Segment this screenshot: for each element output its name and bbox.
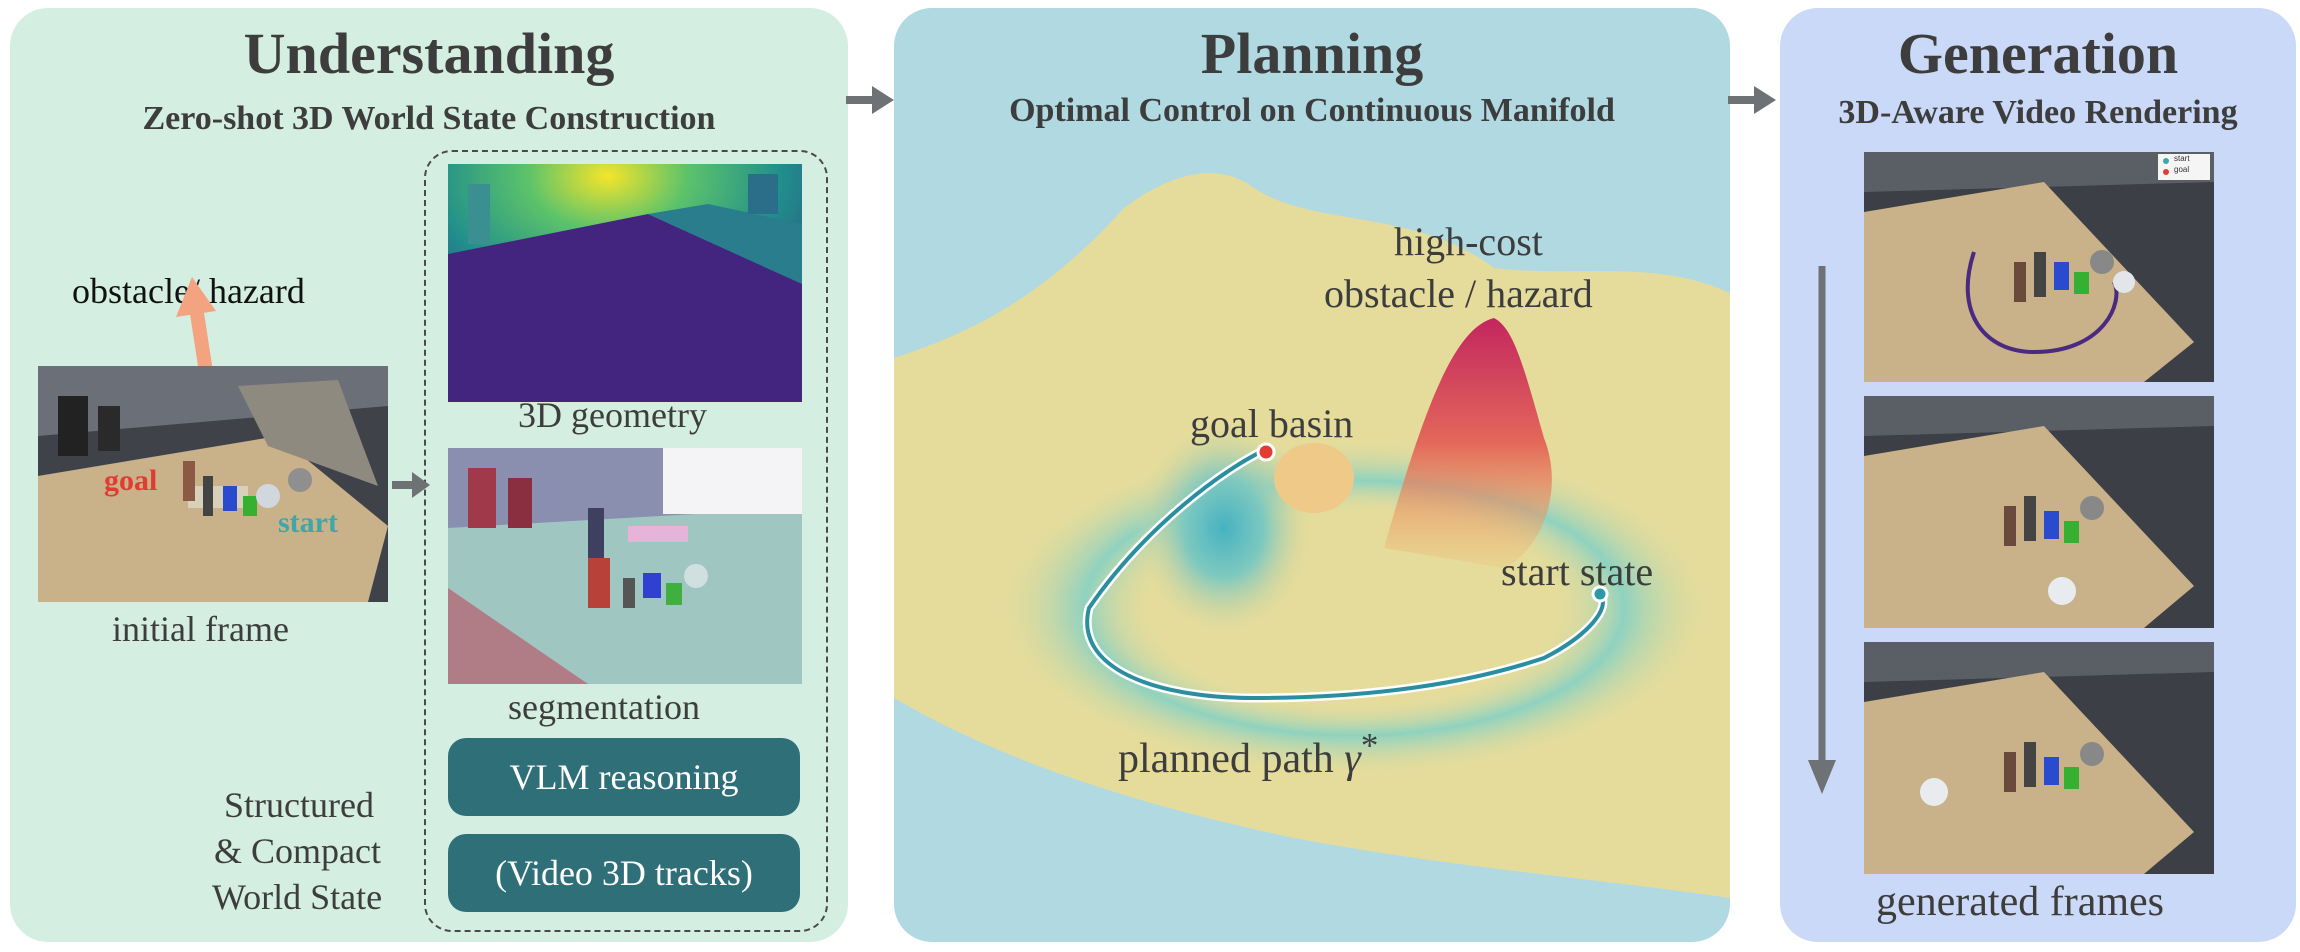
generated-frame-1: start goal — [1864, 152, 2214, 382]
high-cost-label-line2: obstacle / hazard — [1324, 270, 1593, 317]
initial-frame-image: goal start — [38, 366, 388, 602]
depth-map-image — [448, 164, 802, 402]
planned-path-label: planned path γ* — [1118, 726, 1378, 783]
generation-title: Generation — [1780, 20, 2296, 87]
geometry-caption: 3D geometry — [518, 394, 707, 436]
planning-to-generation-arrow — [1728, 82, 1778, 118]
vlm-reasoning-button[interactable]: VLM reasoning — [448, 738, 800, 816]
high-cost-label-line1: high-cost — [1394, 218, 1543, 265]
planned-path-text: planned path — [1118, 736, 1334, 782]
understanding-to-planning-arrow — [846, 82, 896, 118]
path-symbol: γ — [1344, 736, 1361, 782]
generation-subtitle: 3D-Aware Video Rendering — [1780, 94, 2296, 132]
planning-subtitle: Optimal Control on Continuous Manifold — [894, 92, 1730, 130]
world-state-line1: Structured — [224, 784, 374, 826]
segmentation-caption: segmentation — [508, 686, 700, 728]
understanding-title: Understanding — [10, 20, 848, 87]
generated-frame-3 — [1864, 642, 2214, 874]
goal-basin-label: goal basin — [1190, 400, 1353, 447]
start-state-label: start state — [1501, 548, 1653, 595]
planning-panel: Planning Optimal Control on Continuous M… — [894, 8, 1730, 942]
to-world-state-arrow — [392, 468, 432, 502]
world-state-line2: & Compact — [214, 830, 381, 872]
world-state-line3: World State — [212, 876, 382, 918]
start-label: start — [278, 506, 338, 540]
planning-title: Planning — [894, 20, 1730, 87]
generated-frame-2 — [1864, 396, 2214, 628]
goal-label: goal — [104, 464, 157, 498]
legend-goal: goal — [2174, 165, 2189, 174]
generated-frames-caption: generated frames — [1876, 878, 2164, 926]
initial-frame-caption: initial frame — [112, 608, 289, 650]
understanding-subtitle: Zero-shot 3D World State Construction — [10, 100, 848, 138]
path-superscript: * — [1361, 726, 1379, 765]
time-arrow — [1804, 266, 1840, 796]
understanding-panel: Understanding Zero-shot 3D World State C… — [10, 8, 848, 942]
segmentation-image — [448, 448, 802, 684]
generation-panel: Generation 3D-Aware Video Rendering star… — [1780, 8, 2296, 942]
video-3d-tracks-button[interactable]: (Video 3D tracks) — [448, 834, 800, 912]
legend-start: start — [2174, 154, 2190, 163]
cost-surface — [894, 8, 1730, 942]
